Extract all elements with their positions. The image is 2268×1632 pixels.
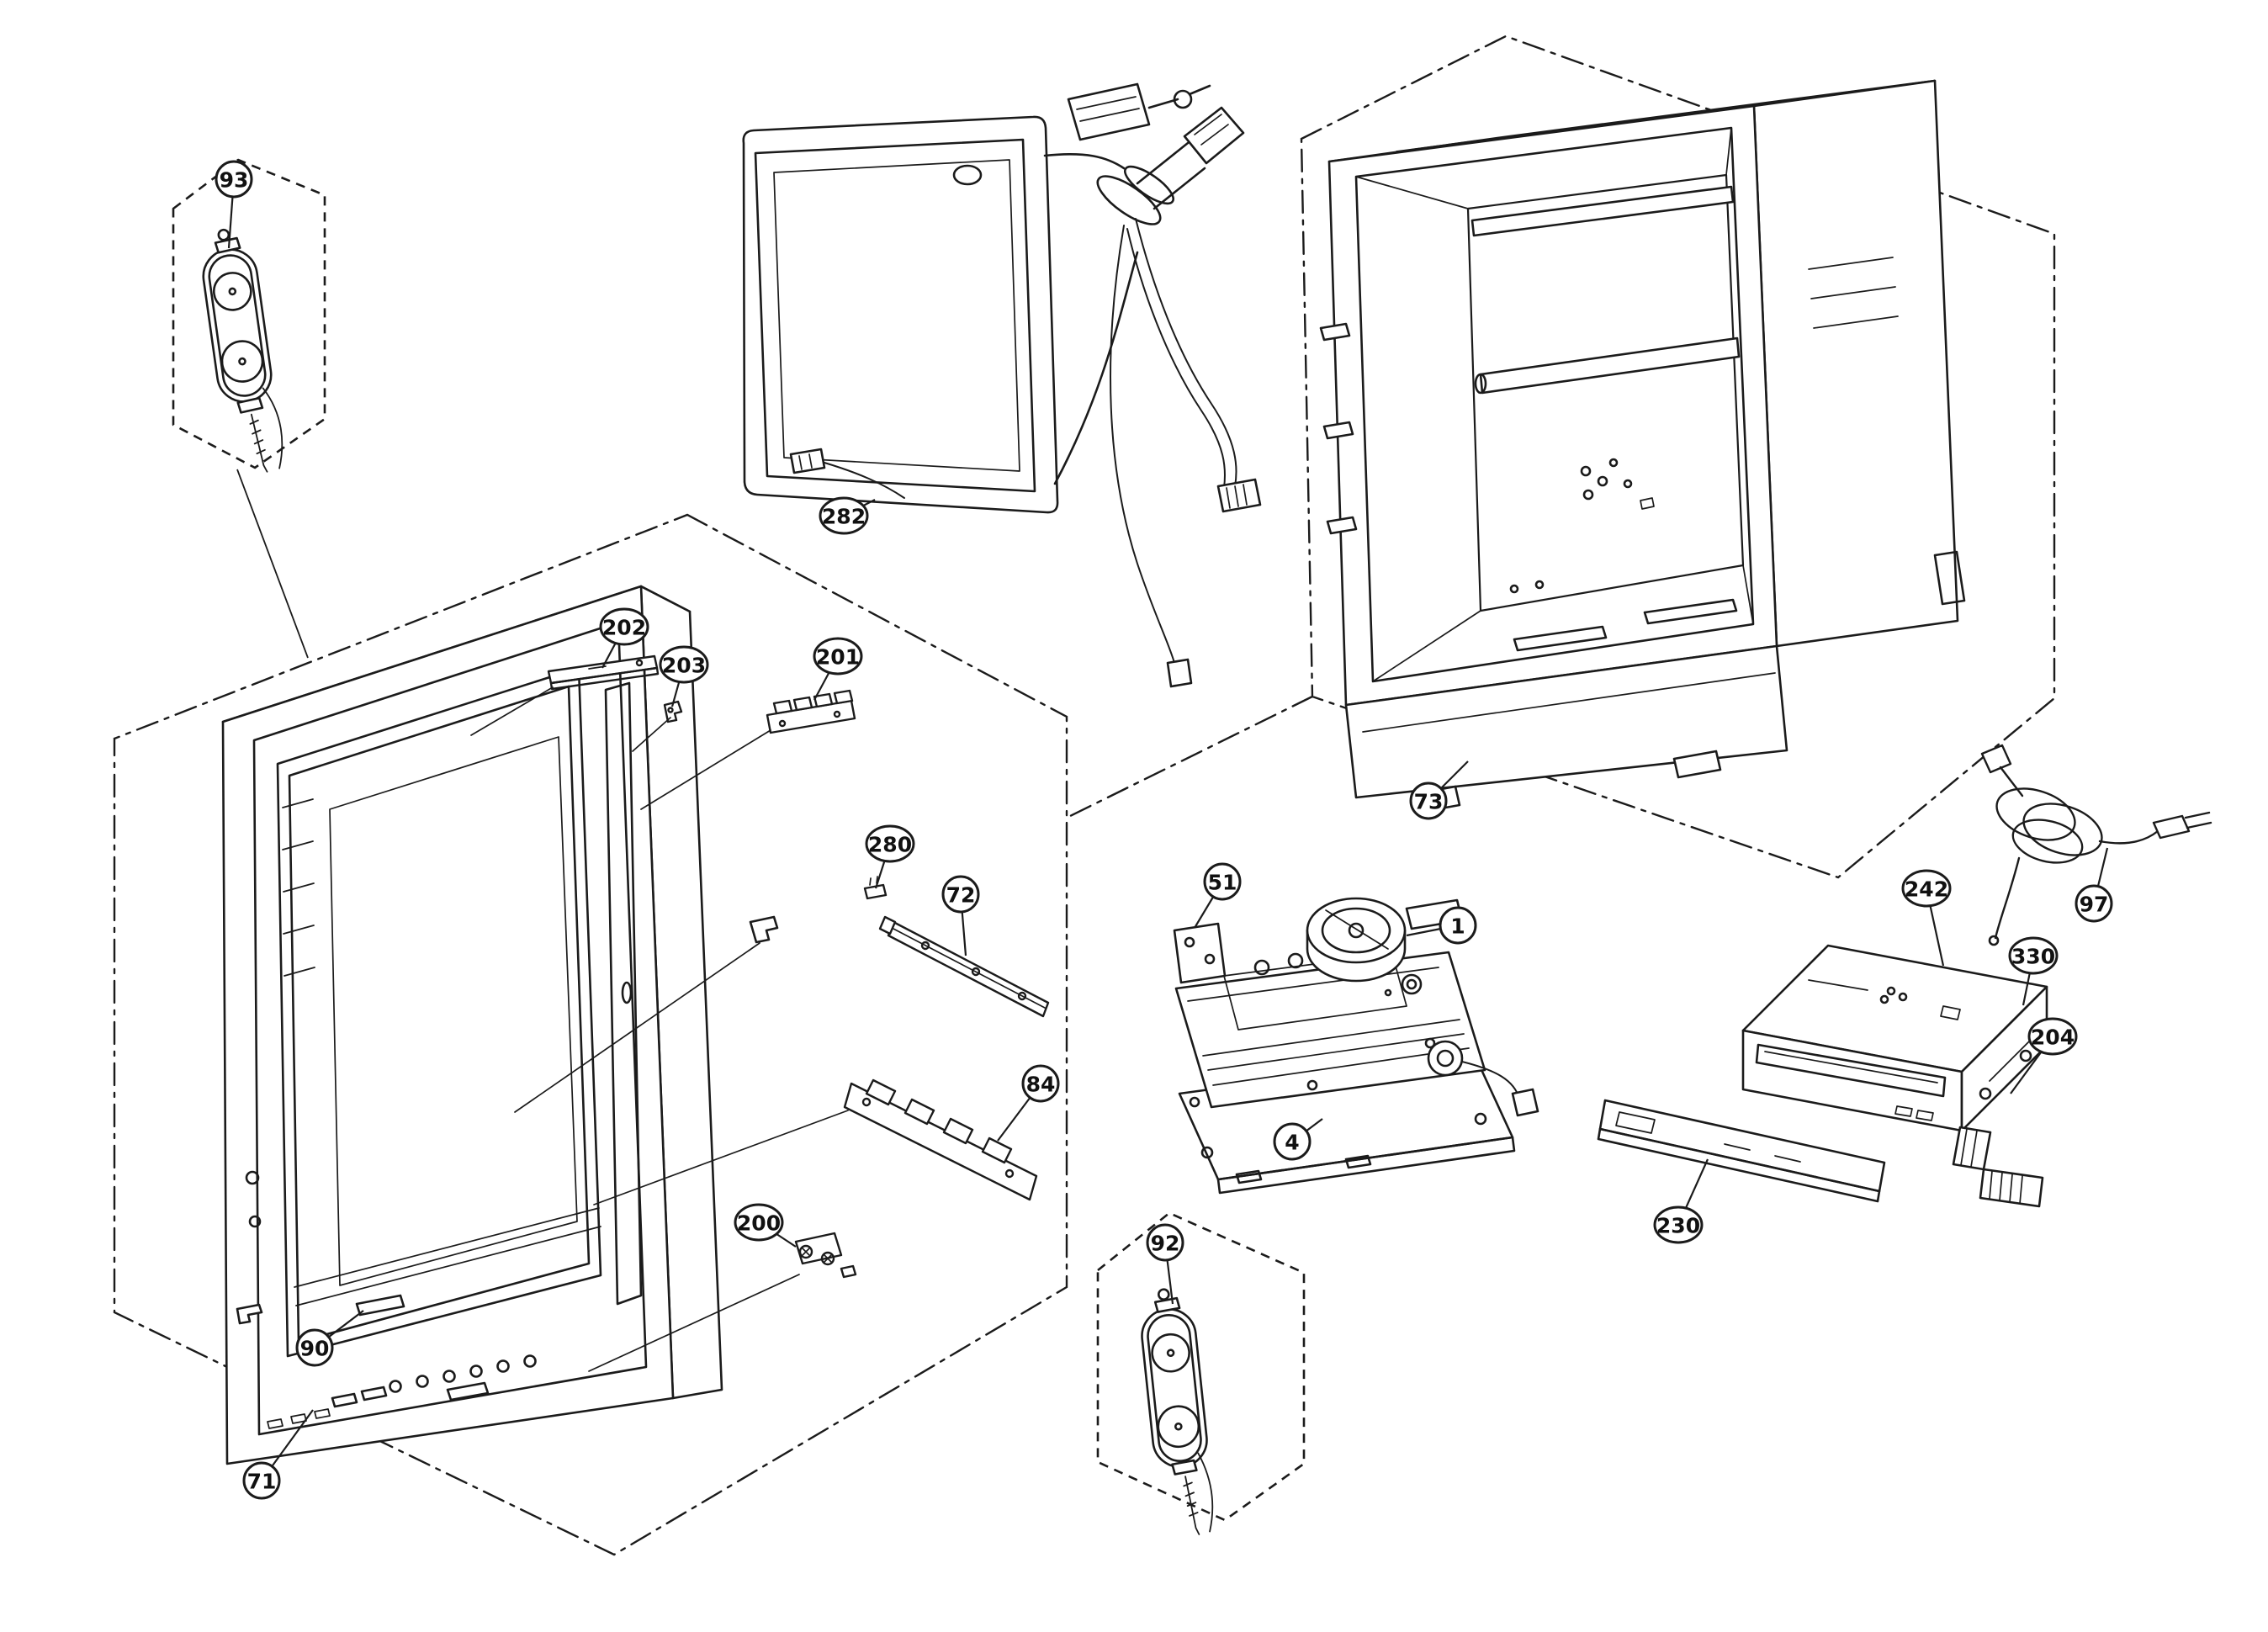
- callout-bubble: [215, 160, 253, 199]
- speaker-left-guide-line: [236, 469, 309, 659]
- callout-1: 1: [1406, 906, 1477, 945]
- callout-number: 204: [2031, 1025, 2075, 1050]
- deck-front-panel-strip: [1597, 1099, 1886, 1203]
- callout-number: 330: [2011, 945, 2055, 969]
- small-boards: [470, 654, 1050, 1372]
- callout-97: 97: [2075, 847, 2113, 923]
- callout-71: 71: [242, 1409, 314, 1500]
- callout-90: 90: [295, 1310, 364, 1367]
- callout-bubble: [819, 496, 869, 535]
- callout-200: 200: [734, 1203, 797, 1248]
- callout-203: 203: [659, 645, 709, 707]
- callout-bubble: [1409, 782, 1448, 820]
- callout-282: 282: [819, 496, 876, 535]
- callout-92: 92: [1146, 1223, 1184, 1305]
- tape-mechanism: [1173, 897, 1539, 1195]
- rear-cabinet: [1319, 79, 1966, 814]
- callout-bubble: [242, 1461, 281, 1500]
- callout-bubble: [734, 1203, 784, 1242]
- crt-picture-tube: [742, 82, 1262, 688]
- front-cabinet: [221, 585, 779, 1465]
- callout-bubble: [1146, 1223, 1184, 1262]
- callout-bubble: [2027, 1017, 2078, 1056]
- callout-number: 201: [816, 645, 860, 670]
- callout-bubble: [2075, 884, 2113, 923]
- assembly-boundary-lines: [113, 34, 2056, 1556]
- callout-number: 93: [220, 168, 249, 193]
- callout-number: 73: [1414, 790, 1444, 814]
- callout-number: 72: [946, 883, 976, 908]
- speaker-left: [202, 228, 284, 473]
- callout-bubble: [2008, 936, 2059, 975]
- callout-bubble: [1653, 1205, 1704, 1244]
- callout-number: 4: [1285, 1131, 1299, 1155]
- callout-93: 93: [215, 160, 253, 249]
- callout-204: 204: [2010, 1017, 2078, 1094]
- callout-280: 280: [865, 824, 915, 889]
- callout-bubble: [865, 824, 915, 863]
- callout-bubble: [1021, 1064, 1060, 1103]
- callout-number: 71: [247, 1470, 277, 1494]
- callout-number: 90: [300, 1337, 330, 1361]
- callout-number: 230: [1656, 1214, 1700, 1238]
- callout-number: 84: [1026, 1073, 1056, 1097]
- callout-bubble: [813, 637, 863, 676]
- callout-bubble: [1439, 906, 1477, 945]
- callout-bubble: [1203, 862, 1242, 901]
- power-cord: [1980, 744, 2212, 940]
- callout-number: 202: [602, 616, 646, 640]
- callout-bubble: [1273, 1122, 1312, 1161]
- callout-number: 97: [2080, 893, 2109, 917]
- callout-number: 280: [868, 833, 912, 857]
- callout-bubble: [941, 875, 980, 914]
- callout-number: 92: [1151, 1232, 1180, 1256]
- callout-number: 282: [822, 505, 866, 529]
- callout-330: 330: [2008, 936, 2059, 1006]
- callout-bubble: [295, 1328, 334, 1367]
- callout-number: 203: [662, 654, 706, 678]
- callout-number: 1: [1450, 914, 1465, 939]
- callout-73: 73: [1409, 760, 1469, 820]
- speaker-boundary-boxes: [172, 158, 1306, 1522]
- callout-bubble: [1901, 869, 1952, 908]
- callout-bubble: [599, 607, 649, 646]
- callout-242: 242: [1901, 869, 1952, 967]
- callout-201: 201: [813, 637, 863, 701]
- speaker-bottom: [1141, 1288, 1214, 1535]
- callout-4: 4: [1273, 1118, 1323, 1161]
- callout-84: 84: [997, 1064, 1060, 1142]
- callout-230: 230: [1653, 1158, 1709, 1244]
- callout-202: 202: [599, 607, 649, 669]
- callout-number: 51: [1208, 871, 1237, 895]
- vcr-deck-unit: [1741, 935, 2048, 1208]
- callout-72: 72: [941, 875, 980, 956]
- callout-bubble: [659, 645, 709, 684]
- callout-51: 51: [1194, 862, 1242, 929]
- callout-number: 200: [737, 1211, 781, 1236]
- callouts-layer: 93 282 202 203 201 280 72 73 51 1 4 84 200 90 71 92 242 9…: [215, 160, 2113, 1500]
- callout-number: 242: [1905, 877, 1948, 902]
